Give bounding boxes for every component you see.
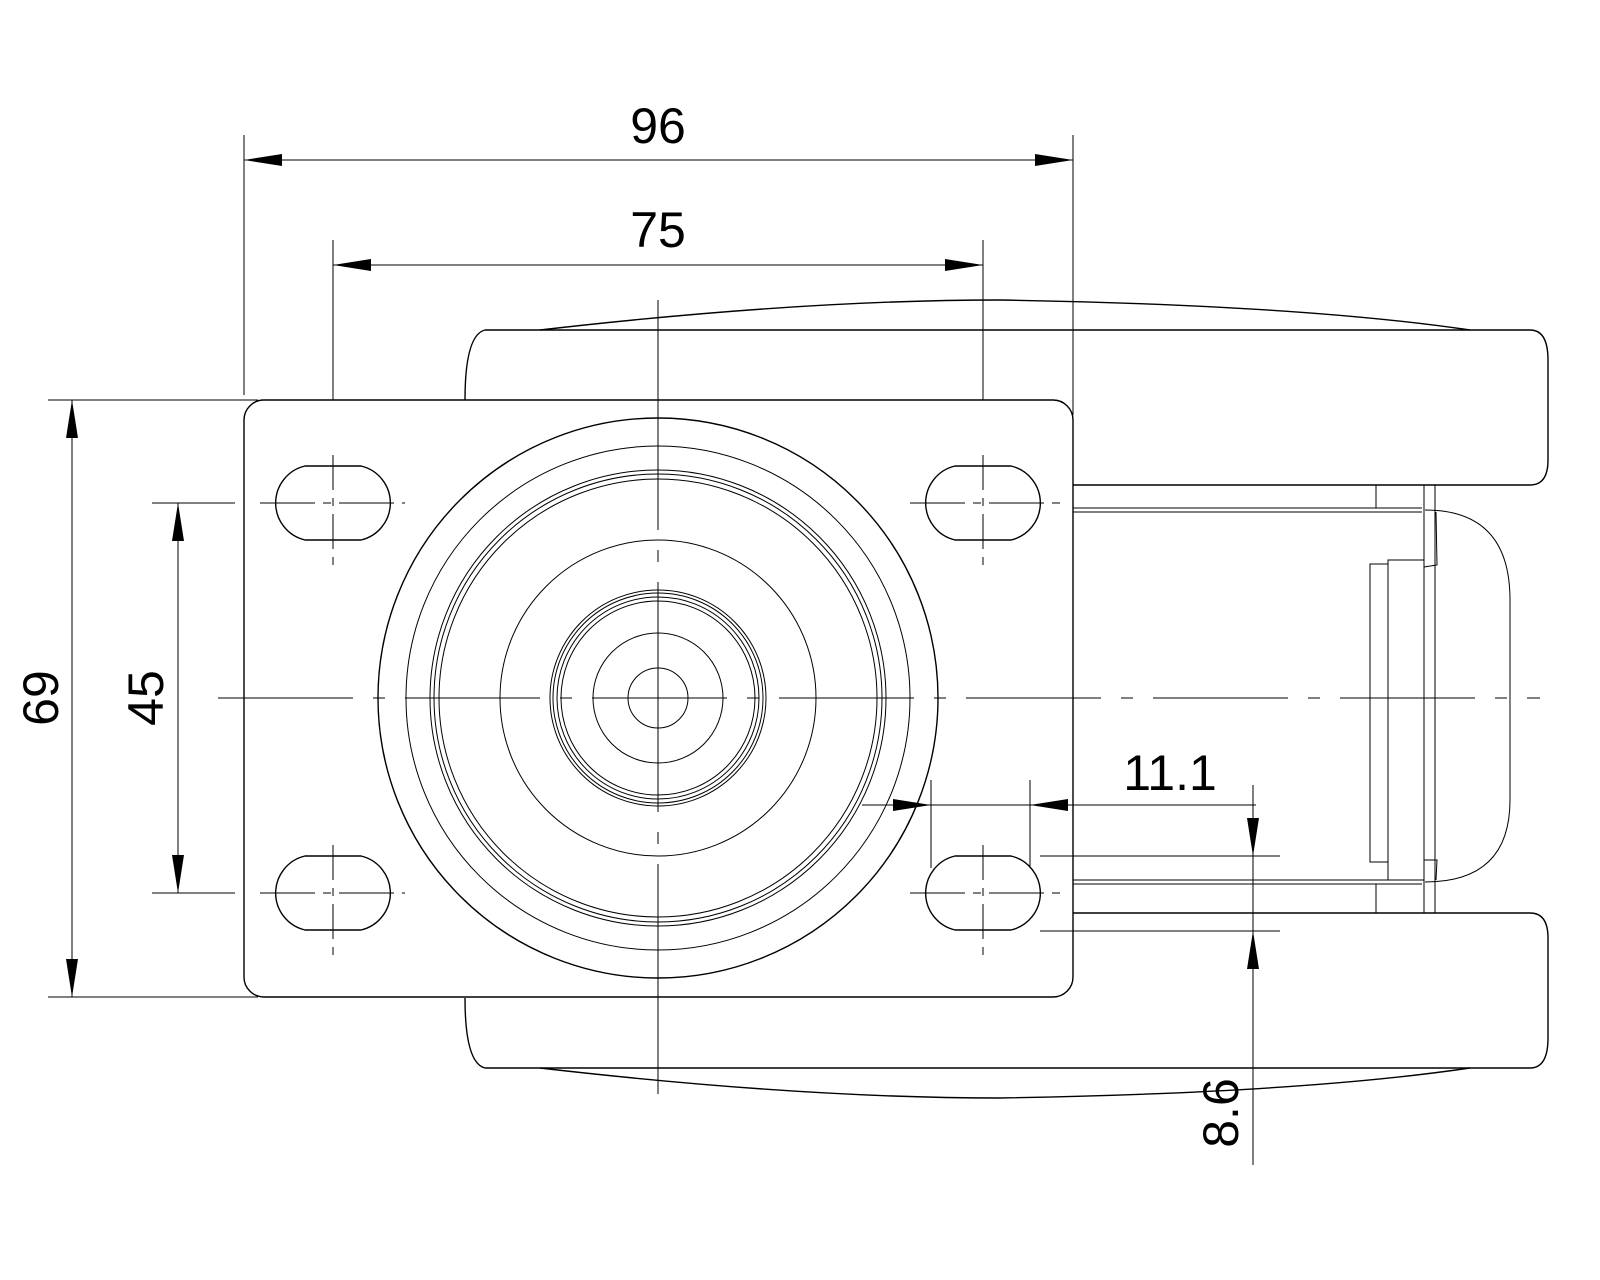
wheel-top <box>464 299 1549 486</box>
fork-body <box>1073 485 1511 913</box>
dim-offset: 11.1 <box>1123 745 1217 801</box>
dim-overall-height: 69 <box>13 670 69 726</box>
dim-slot-width: 8.6 <box>1193 1078 1249 1148</box>
dim-hole-spacing-x: 75 <box>630 202 686 258</box>
mounting-holes <box>274 465 1042 931</box>
wheel-bottom <box>464 912 1549 1099</box>
dim-hole-spacing-y: 45 <box>118 670 174 726</box>
center-lines <box>218 300 1540 1095</box>
dimension-lines <box>48 135 1280 1165</box>
dim-overall-width: 96 <box>630 98 686 154</box>
